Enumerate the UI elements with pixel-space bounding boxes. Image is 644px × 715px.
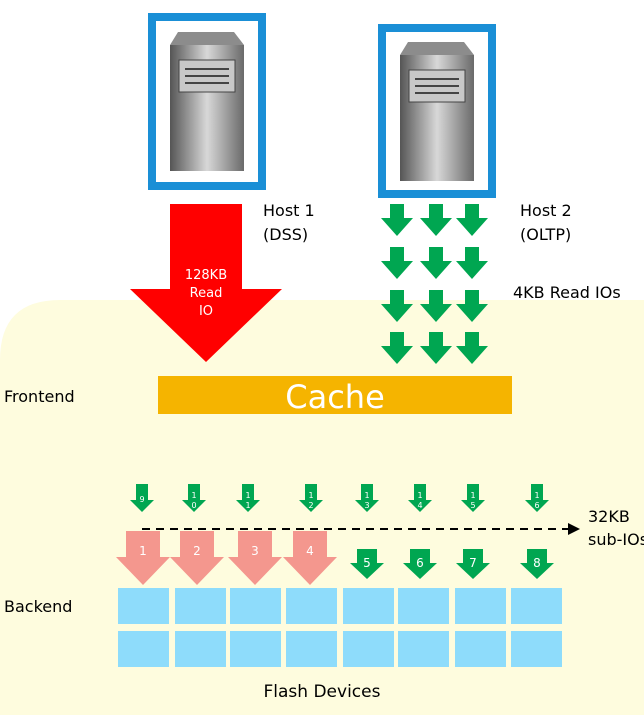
host2-small-read-arrows: [381, 204, 488, 364]
sub-io-small-arrow: [461, 484, 485, 512]
green-read-arrow: [456, 332, 488, 364]
flash-devices-label: Flash Devices: [264, 682, 381, 702]
flash-device: [230, 631, 281, 667]
sub-io-small-label: 9: [139, 495, 144, 504]
flash-device: [230, 588, 281, 624]
green-read-arrow: [381, 332, 413, 364]
flash-device: [343, 631, 394, 667]
sub-io-lower-label: 6: [416, 556, 424, 570]
host2-name: Host 2: [520, 201, 572, 220]
sub-io-small-arrow: [355, 484, 379, 512]
host1-name: Host 1: [263, 201, 315, 220]
cache-bar: [158, 376, 512, 414]
green-read-arrow: [456, 204, 488, 236]
sub-io-large-arrow: [283, 531, 337, 585]
host1-io-unit: IO: [199, 304, 213, 319]
flash-devices-grid: [118, 588, 562, 667]
sub-io-large-arrow: [170, 531, 224, 585]
backend-label: Backend: [4, 597, 72, 616]
green-read-arrow: [456, 247, 488, 279]
sub-io-small-arrow: [299, 484, 323, 512]
green-read-arrow: [381, 204, 413, 236]
sub-io-lower-arrow: [403, 549, 437, 579]
sub-io-size-label: 32KB: [588, 507, 630, 526]
host2-io-label: 4KB Read IOs: [513, 283, 621, 302]
sub-io-large-label: 1: [139, 544, 147, 558]
host1-type: (DSS): [263, 225, 308, 244]
frontend-label: Frontend: [4, 387, 75, 406]
flash-device: [343, 588, 394, 624]
flash-device: [286, 631, 337, 667]
sub-io-large-label: 2: [193, 544, 201, 558]
flash-device: [455, 588, 506, 624]
sub-io-large-label: 3: [251, 544, 259, 558]
sub-io-lower-arrow: [520, 549, 554, 579]
flash-device: [118, 631, 169, 667]
flash-device: [398, 588, 449, 624]
flash-device: [118, 588, 169, 624]
sub-io-large-arrow: [228, 531, 282, 585]
sub-io-lower-label: 8: [533, 556, 541, 570]
sub-io-label: sub-IOs: [588, 530, 644, 549]
flash-device: [175, 631, 226, 667]
green-read-arrow: [381, 247, 413, 279]
green-read-arrow: [420, 332, 452, 364]
host1-large-read-arrow: [130, 204, 282, 362]
sub-io-large-arrow: [116, 531, 170, 585]
green-read-arrow: [456, 290, 488, 322]
flash-device: [511, 588, 562, 624]
green-read-arrow: [420, 247, 452, 279]
sub-io-large-label: 4: [306, 544, 314, 558]
sub-io-small-arrow: [408, 484, 432, 512]
flash-device: [286, 588, 337, 624]
sub-io-small-arrow: [182, 484, 206, 512]
flash-device: [455, 631, 506, 667]
sub-io-sequence-arrowhead: [568, 523, 580, 535]
sub-io-small-arrow: [236, 484, 260, 512]
green-read-arrow: [381, 290, 413, 322]
sub-io-lower-label: 5: [363, 556, 371, 570]
flash-device: [511, 631, 562, 667]
sub-io-lower-arrow: [456, 549, 490, 579]
cache-label: Cache: [285, 378, 385, 416]
flash-device: [398, 631, 449, 667]
sub-io-small-arrow: [525, 484, 549, 512]
sub-io-small-arrow: [130, 484, 154, 512]
sub-io-lower-label: 7: [469, 556, 477, 570]
host1-io-op: Read: [190, 286, 223, 301]
green-read-arrow: [420, 204, 452, 236]
host2-type: (OLTP): [520, 225, 571, 244]
host2-server-icon: [378, 24, 496, 198]
green-read-arrow: [420, 290, 452, 322]
host1-io-size: 128KB: [185, 268, 227, 283]
flash-device: [175, 588, 226, 624]
sub-io-lower-arrow: [350, 549, 384, 579]
host1-server-icon: [148, 13, 266, 190]
